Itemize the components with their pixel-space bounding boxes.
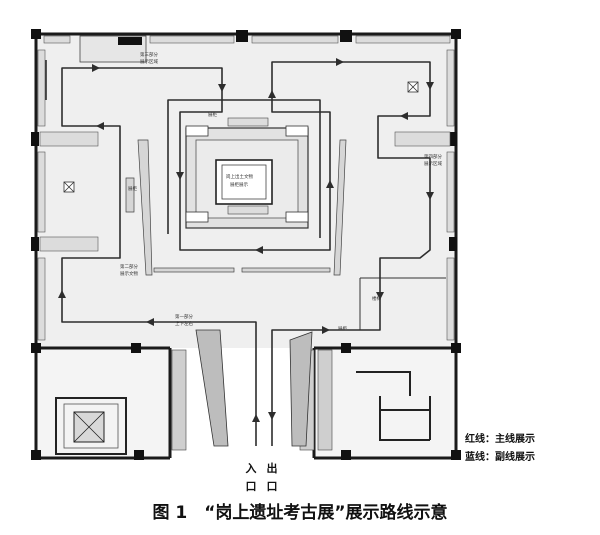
legend-blue-line: 蓝线：副线展示: [465, 450, 535, 463]
top-case-label: 展柜: [208, 111, 217, 118]
perimeter-cases: [37, 35, 455, 341]
center-case-label: 岗上出土文物: [226, 173, 253, 180]
entrance-char-2: 口: [246, 480, 257, 493]
center-case-sub-label: 展柜展示: [230, 181, 248, 188]
side-display-boxes: [63, 81, 419, 193]
legend: 红线：主线展示 蓝线：副线展示: [465, 432, 535, 463]
lower-right-partitions: [356, 371, 431, 441]
part-two-label: 第二部分: [120, 263, 138, 270]
lower-right-room: [314, 348, 456, 458]
structural-columns: [31, 29, 461, 460]
entrance-char-1: 入: [246, 462, 257, 475]
stair-core: [55, 397, 127, 455]
top-left-block: [79, 35, 147, 63]
entrance-exit-labels: 入 口 出 口: [246, 461, 278, 493]
right-inner-room: [359, 277, 446, 330]
part-two-sub-label: 展示文物: [120, 270, 138, 277]
part-one-label: 第一部分: [175, 313, 193, 320]
part-four-label: 第四部分: [424, 153, 442, 160]
angled-cases: [125, 139, 347, 276]
entrance-funnel: [195, 329, 313, 447]
part-three-sub-label: 展示区域: [140, 58, 158, 65]
exit-char-1: 出: [267, 461, 278, 475]
route-arrows: [58, 58, 434, 422]
left-case-label: 展柜: [128, 185, 137, 192]
part-four-sub-label: 展示区域: [424, 160, 442, 167]
stairs-label: 楼梯: [372, 295, 381, 302]
figure-caption: 图 1 “岗上遗址考古展”展示路线示意: [152, 503, 448, 523]
exit-char-2: 口: [267, 480, 278, 493]
part-three-label: 第三部分: [140, 51, 158, 58]
floor-plan: 岗上出土文物 展柜展示 第一部分 上下左右 第二部分 展示文物 第三部分 展示区…: [31, 29, 535, 493]
plan-labels: 岗上出土文物 展柜展示 第一部分 上下左右 第二部分 展示文物 第三部分 展示区…: [120, 51, 442, 332]
central-platform: [185, 117, 309, 229]
legend-red-line: 红线：主线展示: [465, 432, 535, 445]
right-case-label: 展柜: [338, 325, 347, 332]
part-one-sub-label: 上下左右: [175, 320, 193, 327]
